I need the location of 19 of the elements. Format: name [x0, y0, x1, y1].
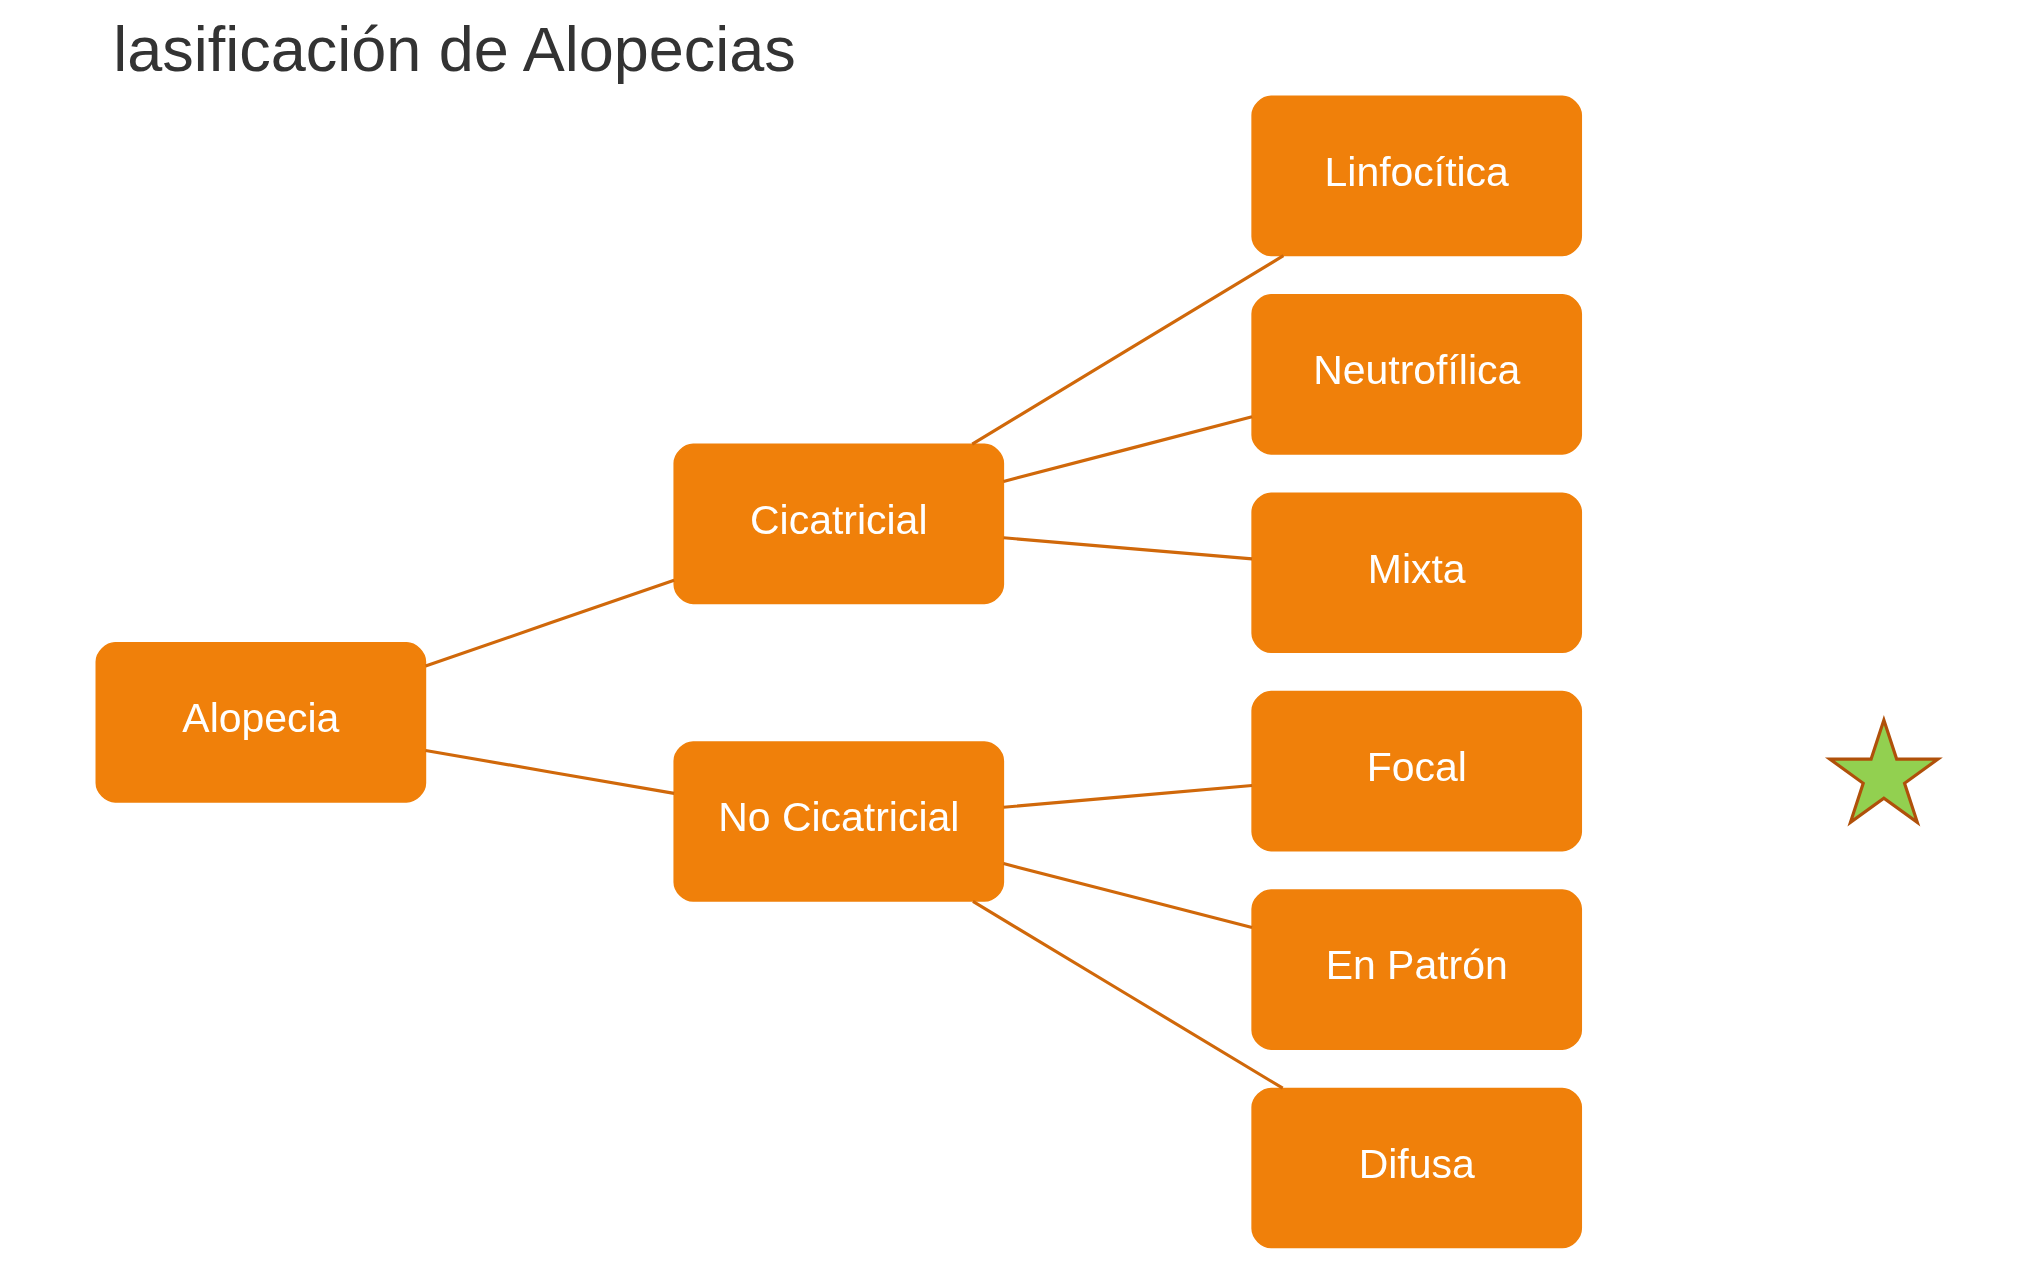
node-box: Neutrofílica — [1250, 294, 1582, 455]
node-star — [1824, 714, 1943, 827]
node-box: Mixta — [1250, 492, 1582, 654]
node-box: En Patrón — [1250, 889, 1582, 1050]
node-box: Linfocítica — [1250, 95, 1582, 257]
connector — [424, 578, 675, 668]
node-box: No Cicatricial — [672, 741, 1004, 902]
node-box: Difusa — [1250, 1087, 1582, 1249]
connector — [1002, 415, 1252, 483]
diagram-title: lasificación de Alopecias — [112, 14, 796, 85]
connector — [424, 748, 674, 795]
connector — [1002, 536, 1252, 561]
node-box: Alopecia — [95, 642, 426, 803]
connector — [1002, 783, 1252, 809]
connector — [970, 254, 1284, 446]
connector — [971, 900, 1284, 1090]
node-box: Focal — [1250, 690, 1582, 852]
node-box: Cicatricial — [672, 443, 1004, 605]
connector — [1002, 862, 1252, 930]
